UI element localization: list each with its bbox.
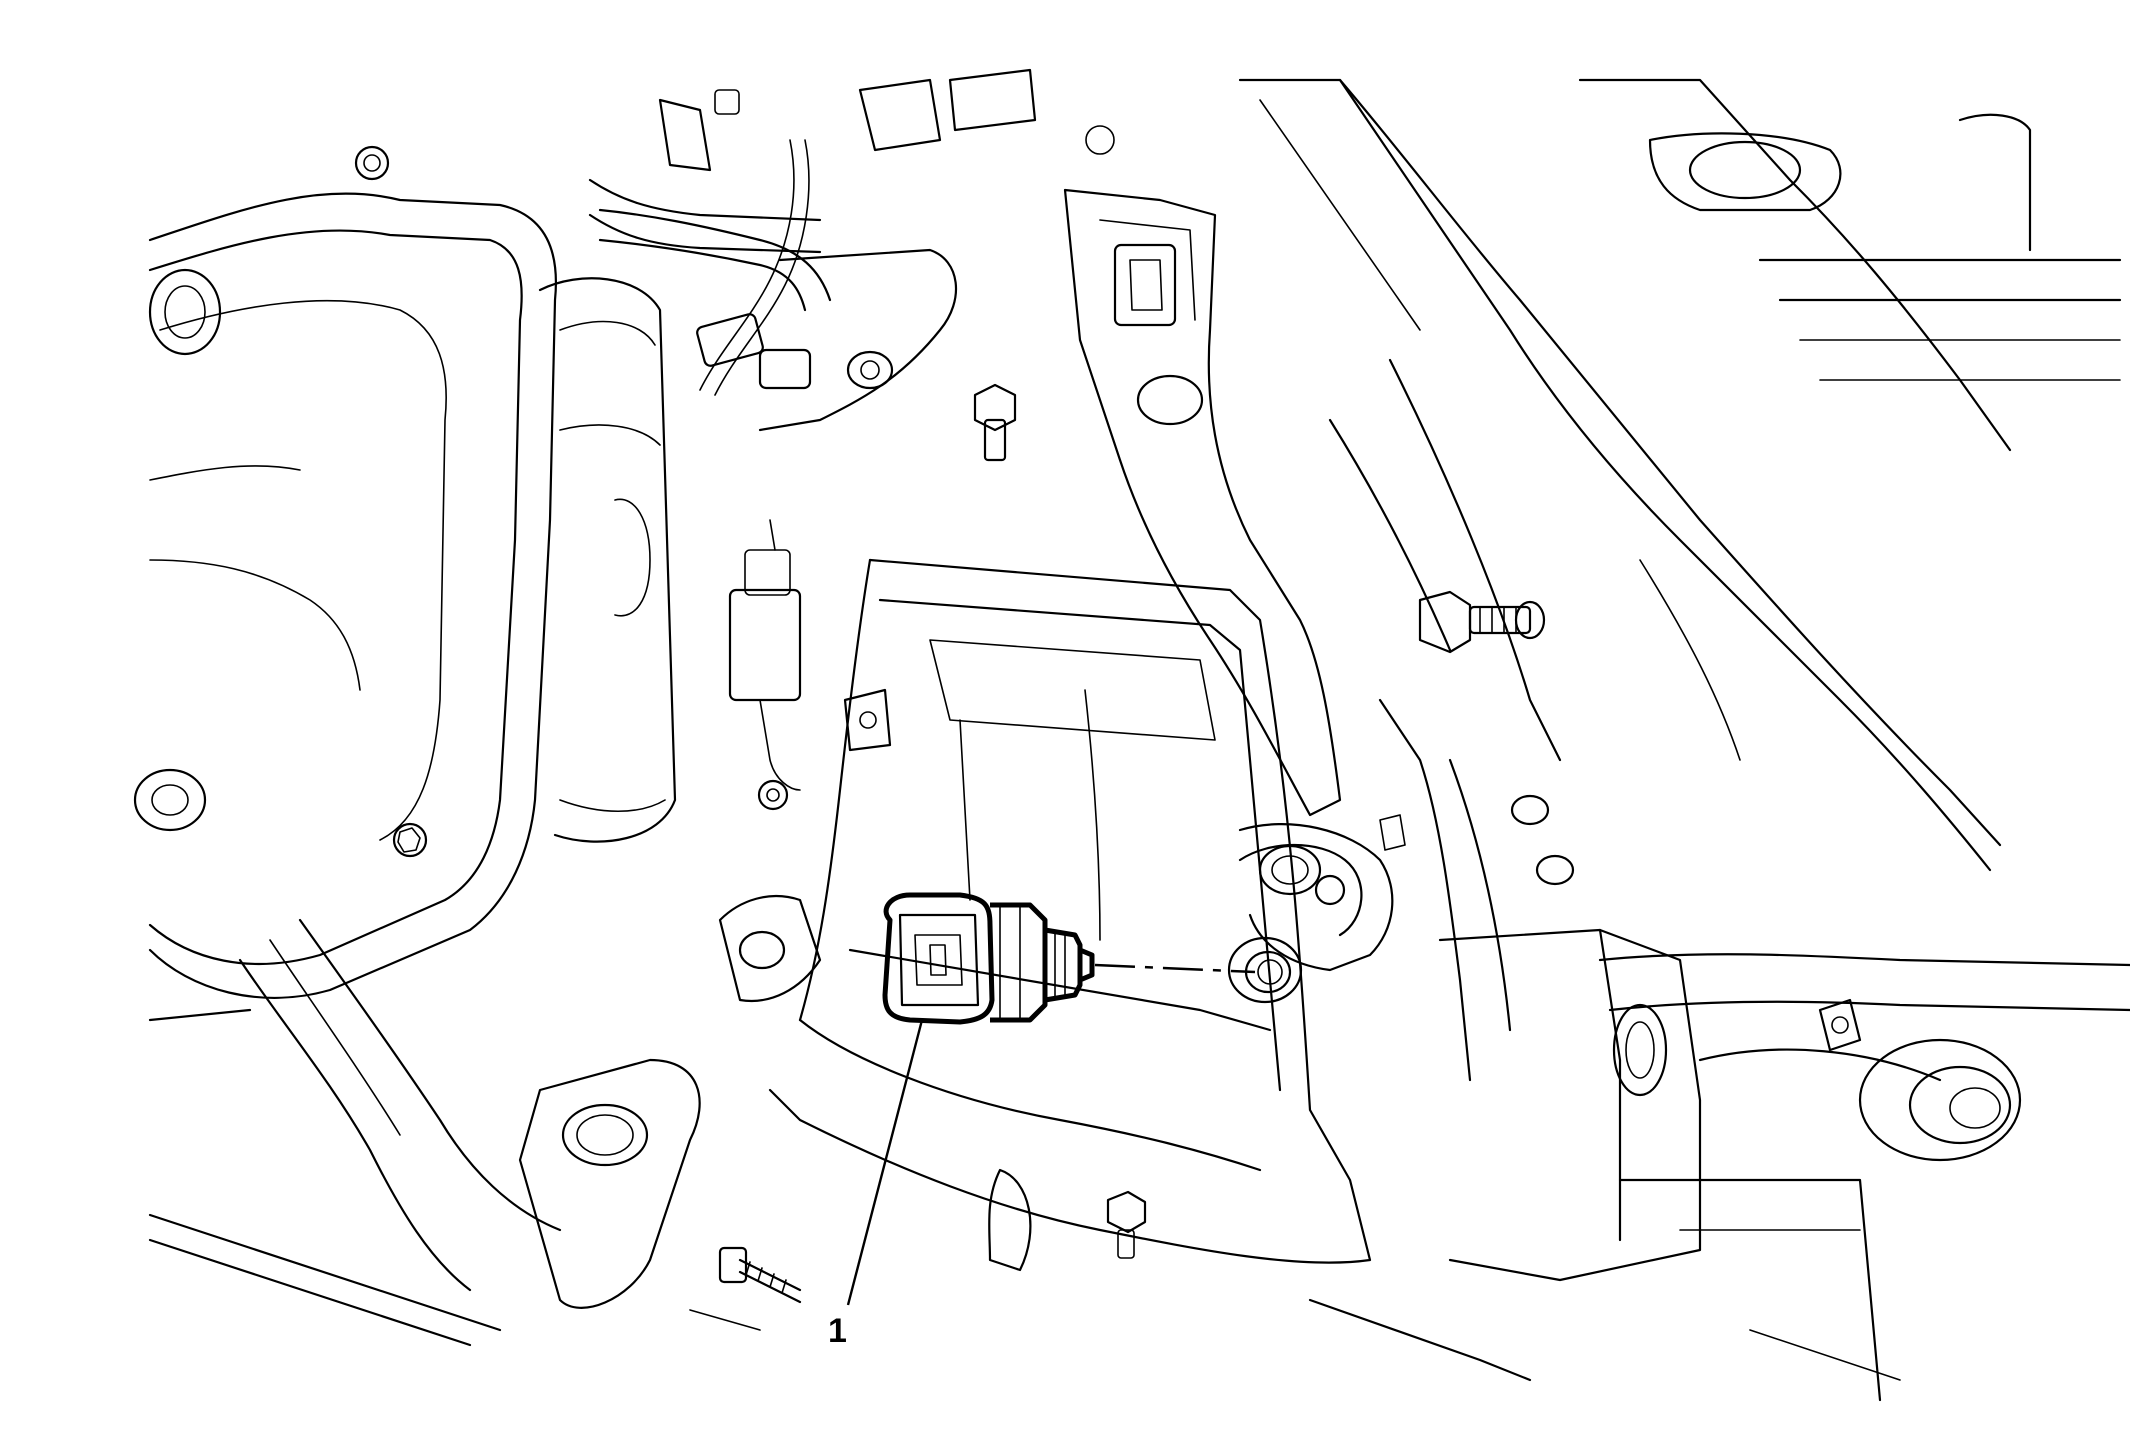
subframe-mount-bushing: [1858, 1038, 2022, 1162]
transmission-housing: [768, 558, 1372, 1264]
harness-connector-upper: [696, 313, 812, 390]
upper-connector-bracket: [658, 68, 1115, 172]
housing-lower-bolt: [1106, 1190, 1147, 1259]
exhaust-pipe-lower: [238, 918, 562, 1292]
exhaust-heat-shield: [148, 192, 557, 999]
sensor-port-hole: [1227, 936, 1303, 1004]
right-support-bracket: [1063, 188, 1342, 817]
mount-bracket-upper: [758, 248, 958, 432]
coolant-hose-upper: [588, 178, 822, 254]
upper-wiring-harness: [598, 139, 832, 396]
subframe-bolt: [1612, 1003, 1668, 1097]
shield-mount-bolt-upper: [354, 145, 390, 181]
bracket-bolt: [973, 383, 1017, 462]
shield-mount-bolt-lower: [392, 822, 428, 858]
pressure-sensor: [882, 892, 1095, 1025]
housing-lower-bracket: [718, 895, 822, 1002]
catalytic-converter: [538, 277, 677, 843]
callout-label-1: 1: [828, 1312, 847, 1350]
upper-right-body-panel: [1648, 113, 2122, 381]
sensor-mounting-boss: [1238, 823, 1394, 972]
flange-stud: [718, 1246, 802, 1304]
side-electrical-connector: [728, 519, 802, 791]
installation-path-line: [1094, 963, 1256, 974]
frame-rail-upper: [1238, 78, 2012, 872]
exhaust-flange: [518, 1058, 701, 1309]
callout-leader-line: [846, 1019, 924, 1306]
lower-frame-lines: [148, 1008, 1901, 1382]
shield-grommet-lower-left: [133, 768, 207, 832]
rear-mount-area: [1378, 698, 1575, 1082]
connector-clip-bolt: [757, 779, 789, 811]
housing-mount-ear: [988, 1168, 1032, 1272]
frame-crossmember: [1328, 358, 1741, 762]
subframe-bracket-right: [1818, 998, 1862, 1052]
housing-tab-left: [843, 688, 892, 752]
right-stud-bolt: [1418, 590, 1546, 654]
right-subframe: [1438, 928, 2130, 1402]
shield-grommet-left: [148, 268, 222, 356]
